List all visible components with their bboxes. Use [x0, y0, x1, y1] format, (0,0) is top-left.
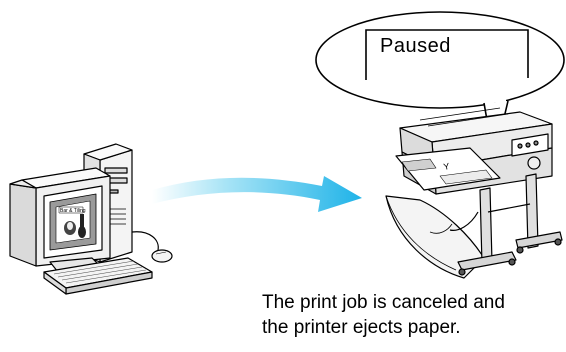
ejected-paper: Y	[395, 147, 501, 191]
caption-line-1: The print job is canceled and	[262, 292, 505, 313]
caption-line-2: the printer ejects paper.	[262, 317, 461, 338]
computer-illustration: Bar & Tiling	[9, 143, 173, 295]
mouse-cable	[131, 231, 159, 251]
computer-monitor: Bar & Tiling	[9, 167, 111, 273]
caption: The print job is canceled and the printe…	[262, 290, 562, 340]
screen-label: Bar & Tiling	[60, 208, 86, 214]
paper-basket	[385, 195, 485, 279]
computer-keyboard	[43, 257, 153, 295]
printer-illustration: Y	[385, 107, 563, 279]
svg-text:Y: Y	[443, 161, 451, 172]
data-flow-arrow	[152, 176, 362, 212]
printer-stand	[457, 173, 563, 276]
status-bubble-text: Paused	[380, 35, 451, 57]
computer-mouse	[151, 249, 173, 263]
